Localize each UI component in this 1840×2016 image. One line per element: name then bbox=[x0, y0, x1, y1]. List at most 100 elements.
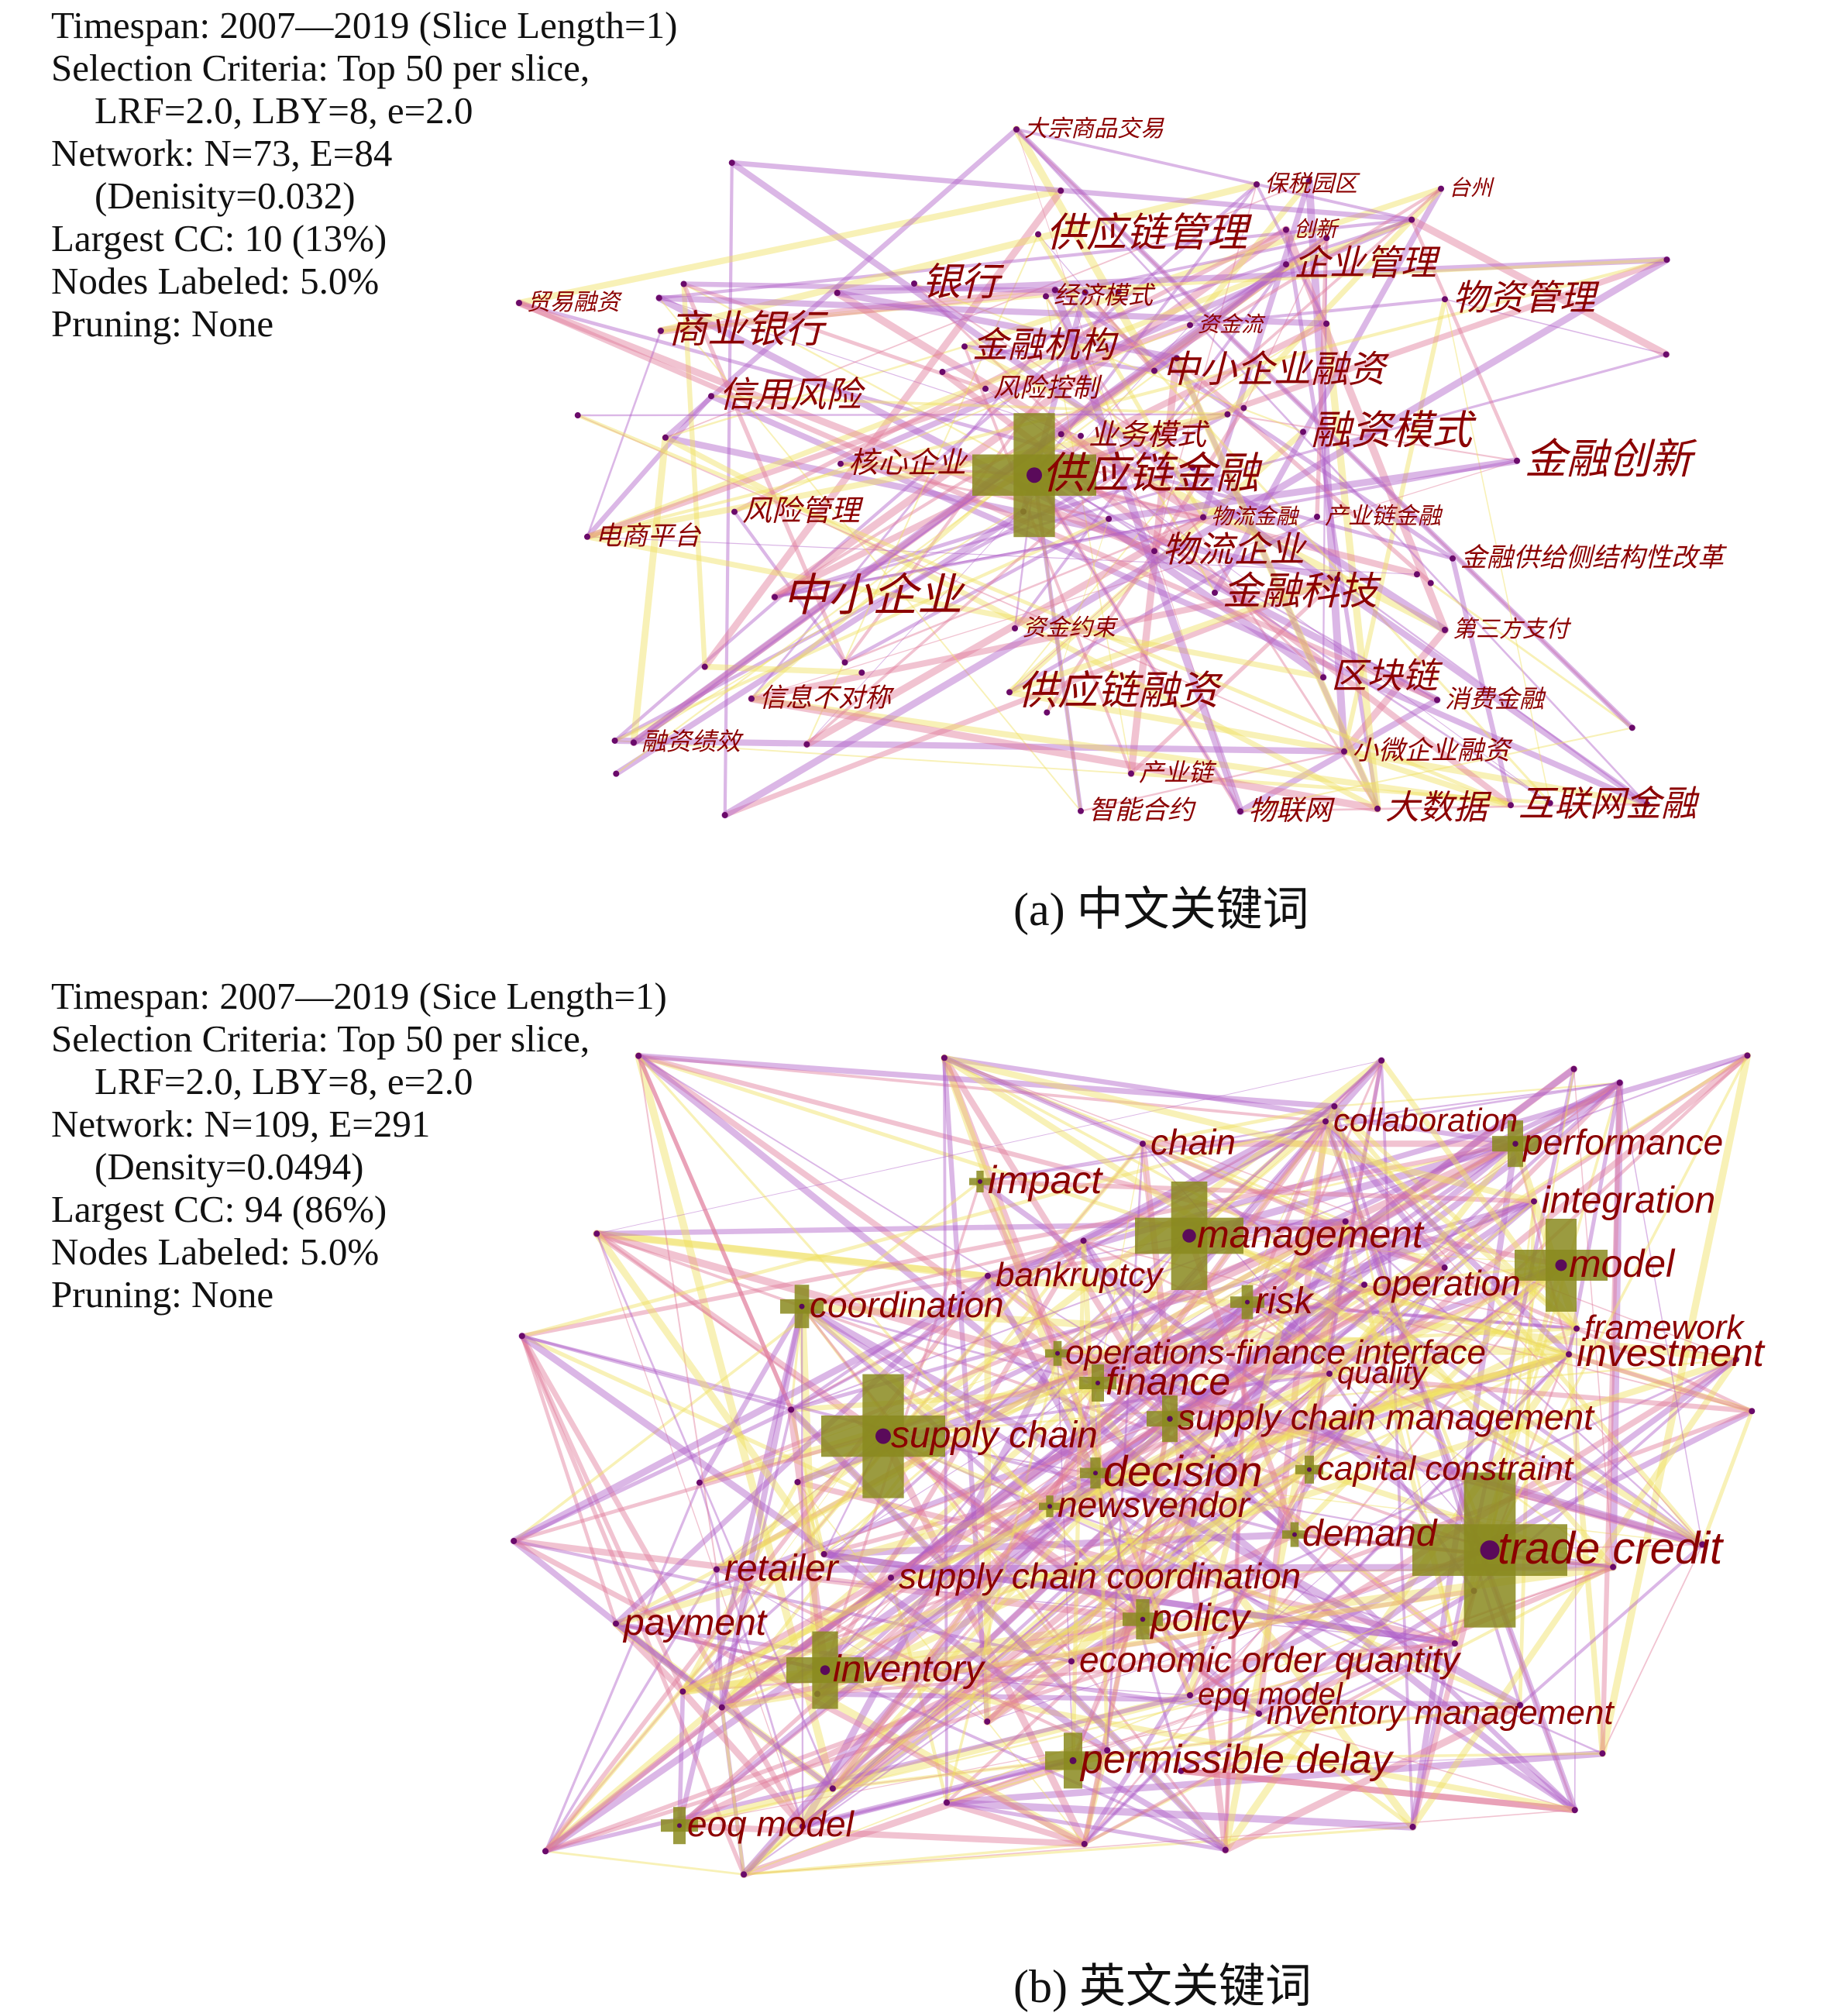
network-edge bbox=[544, 1481, 701, 1853]
network-node bbox=[1043, 293, 1049, 300]
keyword-node-3 bbox=[978, 1179, 982, 1184]
network-edge bbox=[723, 160, 734, 817]
network-edge bbox=[710, 394, 1230, 416]
network-edge bbox=[584, 322, 1193, 540]
network-edge bbox=[576, 413, 1513, 807]
network-node bbox=[584, 533, 590, 540]
network-edge bbox=[1140, 1141, 1447, 1270]
network-node bbox=[829, 1785, 836, 1792]
keyword-label: 区块链 bbox=[1331, 655, 1443, 697]
network-edge bbox=[796, 1481, 1085, 1845]
network-node bbox=[1058, 431, 1064, 438]
network-edge bbox=[824, 1668, 1227, 1852]
network-edge bbox=[941, 1055, 990, 1725]
network-edge bbox=[543, 1693, 1192, 1853]
network-node bbox=[1744, 1052, 1751, 1059]
network-edge bbox=[1032, 473, 1243, 814]
network-node bbox=[1361, 1282, 1367, 1288]
network-edge bbox=[1185, 1140, 1519, 1240]
network-edge bbox=[1200, 178, 1312, 521]
network-node bbox=[1283, 261, 1289, 268]
network-edge bbox=[1189, 1354, 1570, 1696]
network-edge bbox=[1600, 1080, 1622, 1756]
network-edge bbox=[544, 1142, 1144, 1853]
network-node bbox=[1082, 289, 1089, 296]
network-node bbox=[1320, 674, 1326, 681]
network-node bbox=[516, 300, 522, 306]
network-edge bbox=[1048, 477, 1421, 578]
network-edge bbox=[1068, 1615, 1147, 1665]
network-edge bbox=[1332, 1103, 1705, 1547]
network-edge bbox=[944, 1799, 1088, 1847]
network-node bbox=[1442, 627, 1448, 633]
network-edge bbox=[697, 1220, 1348, 1485]
network-edge bbox=[1224, 186, 1444, 418]
network-edge bbox=[681, 281, 1122, 294]
network-edge bbox=[719, 1303, 805, 1711]
network-edge bbox=[1168, 1054, 1749, 1421]
network-edge bbox=[1308, 1353, 1570, 1471]
network-node bbox=[1173, 355, 1180, 362]
network-edge bbox=[1127, 354, 1181, 778]
network-edge bbox=[1341, 748, 1514, 808]
network-edge bbox=[986, 1275, 1457, 1645]
network-node bbox=[728, 160, 735, 167]
info-nodes-labeled: Nodes Labeled: 5.0% bbox=[51, 1230, 380, 1273]
network-edge bbox=[586, 329, 662, 538]
network-edge bbox=[829, 1282, 1368, 1792]
info-timespan: Timespan: 2007—2019 (Slice Length=1) bbox=[51, 4, 678, 46]
keyword-label: supply chain bbox=[891, 1415, 1098, 1456]
network-edge bbox=[519, 1333, 806, 1829]
network-edge bbox=[824, 1669, 1191, 1696]
network-edge bbox=[1188, 1059, 1383, 1237]
network-node bbox=[788, 1406, 795, 1413]
network-edge bbox=[1055, 1351, 1192, 1698]
network-edge bbox=[1071, 1059, 1383, 1762]
network-edge bbox=[802, 1760, 1074, 1827]
network-edge bbox=[1037, 233, 1155, 372]
network-edge bbox=[1080, 1118, 1329, 1244]
network-edge bbox=[1142, 1143, 1171, 1419]
network-edge bbox=[743, 1373, 1330, 1875]
network-edge bbox=[1344, 1220, 1704, 1546]
info-density: (Denisity=0.032) bbox=[95, 174, 356, 217]
keyword-node-28 bbox=[820, 1665, 831, 1675]
keyword-node-20 bbox=[1027, 467, 1042, 483]
network-edge bbox=[518, 1332, 1111, 1754]
network-node bbox=[1058, 187, 1064, 194]
network-edge bbox=[943, 1749, 1606, 1806]
network-edge bbox=[1336, 578, 1648, 806]
network-node bbox=[1300, 428, 1306, 435]
network-edge bbox=[1378, 1058, 1580, 1332]
keyword-label: 供应链管理 bbox=[1046, 210, 1253, 256]
keyword-label: 核心企业 bbox=[848, 446, 968, 480]
network-edge bbox=[1488, 1054, 1749, 1552]
network-edge bbox=[748, 576, 1341, 702]
network-edge bbox=[1081, 1237, 1298, 1538]
network-edge bbox=[716, 1435, 884, 1570]
network-edge bbox=[831, 1467, 1312, 1791]
network-edge bbox=[1178, 1588, 1477, 1773]
network-edge bbox=[820, 1550, 1458, 1647]
network-edge bbox=[1340, 626, 1449, 755]
info-selection-params: LRF=2.0, LBY=8, e=2.0 bbox=[95, 89, 473, 132]
network-edge bbox=[1095, 1080, 1623, 1386]
network-edge bbox=[612, 1350, 1573, 1627]
network-node bbox=[841, 659, 848, 666]
network-edge bbox=[720, 1705, 746, 1877]
network-edge bbox=[941, 1054, 1538, 1205]
network-edge bbox=[1006, 576, 1340, 696]
network-node bbox=[982, 385, 989, 392]
network-edge bbox=[799, 1350, 1061, 1830]
keyword-node-22 bbox=[1480, 1540, 1500, 1560]
network-edge bbox=[1072, 1566, 1614, 1761]
network-node bbox=[1451, 1640, 1458, 1647]
network-node bbox=[1616, 1079, 1623, 1086]
network-edge bbox=[720, 1705, 746, 1877]
network-edge bbox=[1054, 1349, 1417, 1831]
network-edge bbox=[1361, 1282, 1616, 1570]
keyword-label: 资金流 bbox=[1198, 311, 1266, 337]
network-edge bbox=[1129, 576, 1340, 776]
network-edge bbox=[1223, 1299, 1250, 1853]
network-edge bbox=[611, 737, 1348, 755]
